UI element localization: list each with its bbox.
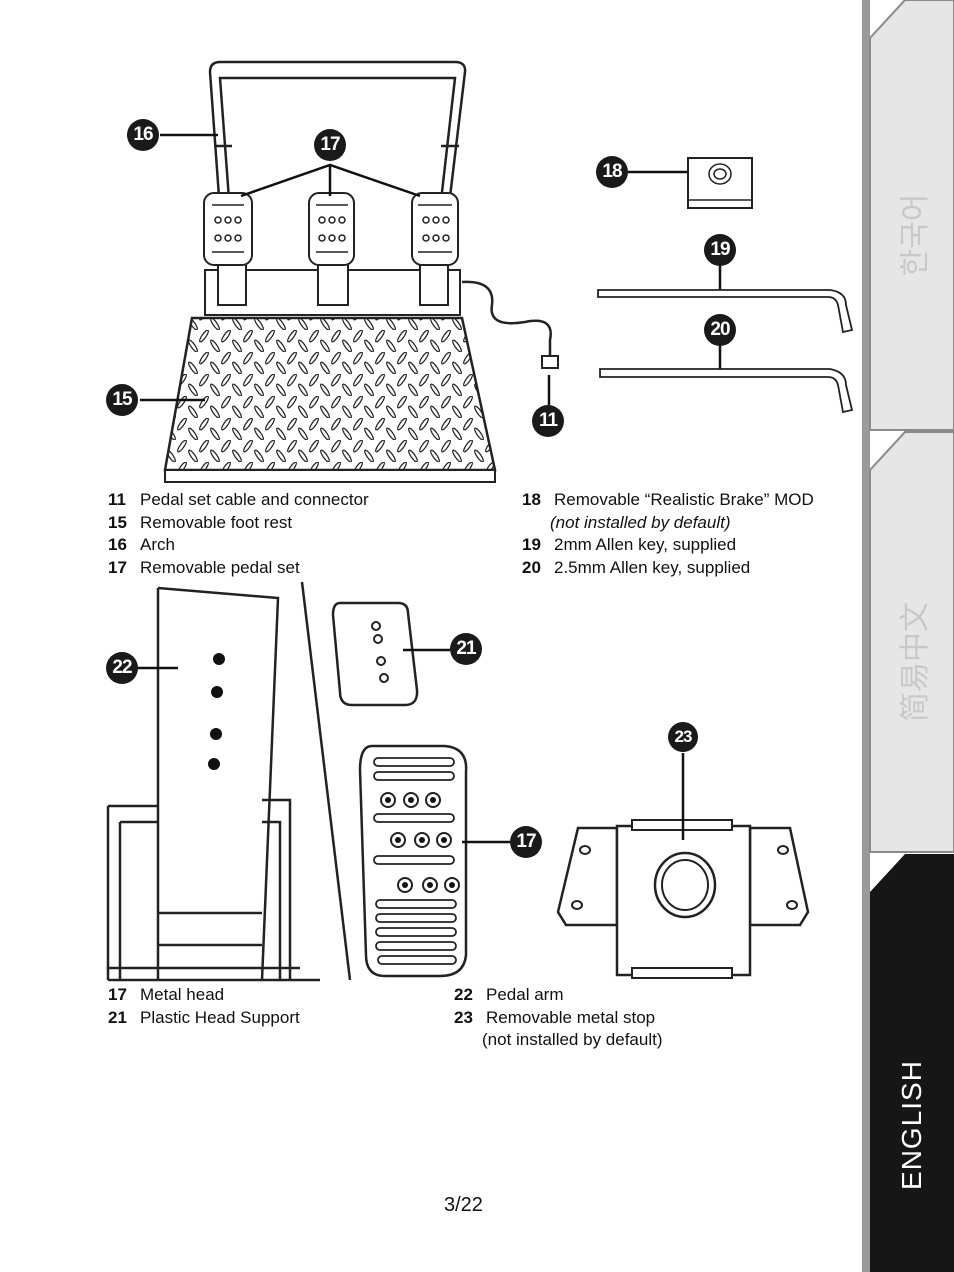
callout-23: 23 <box>668 722 698 752</box>
callout-22: 22 <box>106 652 138 684</box>
allen-keys <box>597 289 854 414</box>
callout-17-bottom: 17 <box>510 826 542 858</box>
callout-20: 20 <box>704 314 736 346</box>
legend-note-18: (not installed by default) <box>550 512 731 532</box>
callout-19: 19 <box>704 234 736 266</box>
callout-17-top: 17 <box>314 129 346 161</box>
brake-mod-illustration <box>687 157 753 209</box>
callout-11: 11 <box>532 405 564 437</box>
pedal-cable <box>461 280 552 360</box>
arch <box>208 60 467 281</box>
page-number: 3/22 <box>444 1194 483 1216</box>
callout-18: 18 <box>596 156 628 188</box>
pedal-arm <box>106 581 352 982</box>
cable-connector <box>541 355 559 369</box>
callout-15: 15 <box>106 384 138 416</box>
callout-16: 16 <box>127 119 159 151</box>
metal-stop <box>556 819 810 979</box>
plastic-head-support <box>331 601 419 707</box>
metal-pedal-head <box>358 744 468 978</box>
pedal-faces <box>203 192 459 306</box>
legend-note-23: (not installed by default) <box>482 1030 663 1049</box>
callout-21: 21 <box>450 633 482 665</box>
